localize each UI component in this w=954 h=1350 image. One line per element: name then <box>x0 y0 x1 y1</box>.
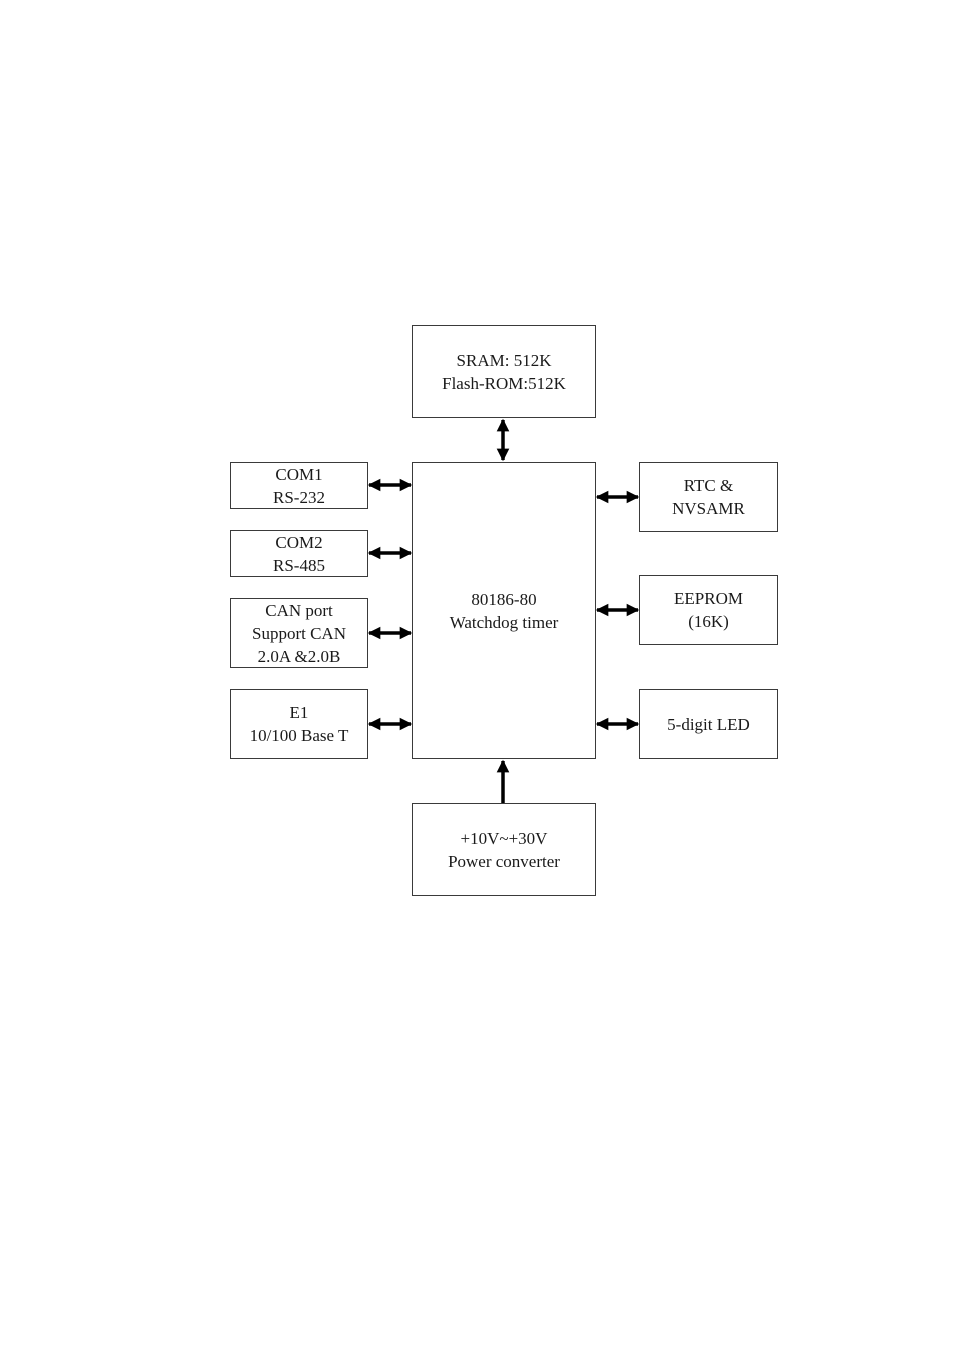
can-port-block: CAN port Support CAN 2.0A &2.0B <box>230 598 368 668</box>
com1-block-line1: COM1 <box>275 463 322 486</box>
com2-block-line2: RS-485 <box>273 554 325 577</box>
power-converter-block-line2: Power converter <box>448 850 560 873</box>
ethernet-block-line2: 10/100 Base T <box>250 724 349 747</box>
can-port-block-line2: Support CAN <box>252 622 346 645</box>
cpu-block-line1: 80186-80 <box>471 588 536 611</box>
com1-block: COM1 RS-232 <box>230 462 368 509</box>
ethernet-block: E1 10/100 Base T <box>230 689 368 759</box>
cpu-block-line2: Watchdog timer <box>450 611 559 634</box>
memory-block-line2: Flash-ROM:512K <box>442 372 566 395</box>
led-block-line1: 5-digit LED <box>667 713 750 736</box>
com2-block: COM2 RS-485 <box>230 530 368 577</box>
rtc-block: RTC & NVSAMR <box>639 462 778 532</box>
cpu-block: 80186-80 Watchdog timer <box>412 462 596 759</box>
com1-block-line2: RS-232 <box>273 486 325 509</box>
memory-block: SRAM: 512K Flash-ROM:512K <box>412 325 596 418</box>
power-converter-block-line1: +10V~+30V <box>461 827 548 850</box>
ethernet-block-line1: E1 <box>290 701 309 724</box>
power-converter-block: +10V~+30V Power converter <box>412 803 596 896</box>
memory-block-line1: SRAM: 512K <box>457 349 552 372</box>
led-block: 5-digit LED <box>639 689 778 759</box>
can-port-block-line3: 2.0A &2.0B <box>258 645 341 668</box>
can-port-block-line1: CAN port <box>265 599 333 622</box>
com2-block-line1: COM2 <box>275 531 322 554</box>
rtc-block-line2: NVSAMR <box>672 497 745 520</box>
eeprom-block: EEPROM (16K) <box>639 575 778 645</box>
eeprom-block-line1: EEPROM <box>674 587 743 610</box>
rtc-block-line1: RTC & <box>684 474 734 497</box>
eeprom-block-line2: (16K) <box>688 610 729 633</box>
